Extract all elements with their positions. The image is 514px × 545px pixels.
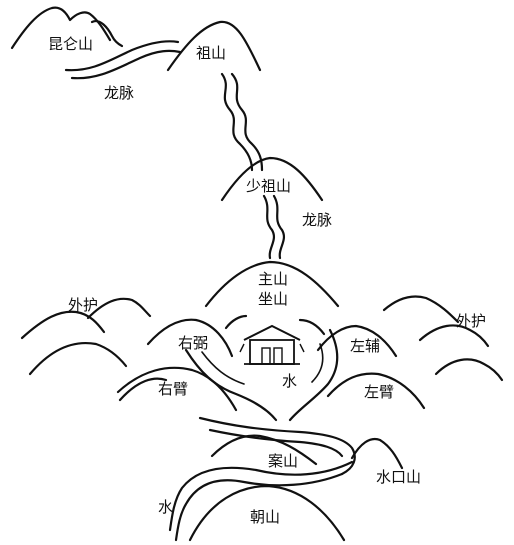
label-shui-center: 水 — [282, 372, 298, 390]
label-waihu-right: 外护 — [456, 312, 487, 330]
water-inner-left — [201, 351, 245, 385]
waihu-left-1 — [20, 310, 106, 340]
waihu-left-4 — [118, 377, 168, 402]
anshan-hill — [210, 434, 318, 466]
label-shaozushan: 少祖山 — [246, 177, 292, 195]
longmai-vein-2b — [272, 194, 286, 260]
kunlun-peak-2 — [90, 20, 124, 48]
label-zuofu: 左辅 — [350, 337, 381, 355]
zushan-mountain — [166, 20, 262, 72]
house-icon — [239, 324, 305, 365]
outflow-water-upper — [198, 416, 356, 476]
shaozushan-mountain — [220, 156, 324, 202]
zuofu-hill — [316, 324, 398, 358]
youbi-hill — [146, 318, 234, 358]
label-waihu-left: 外护 — [68, 296, 99, 314]
label-anshan: 案山 — [268, 452, 299, 470]
water-left-bank — [184, 348, 278, 422]
waihu-right-3 — [434, 358, 504, 382]
waihu-right-2 — [418, 324, 490, 348]
label-shui-outflow: 水 — [158, 498, 174, 516]
label-youbi: 右弼 — [178, 334, 209, 352]
inner-ridge-left — [224, 314, 248, 330]
label-longmai-1: 龙脉 — [104, 84, 135, 102]
chaoshan-hill — [188, 484, 346, 542]
label-longmai-2: 龙脉 — [302, 211, 333, 229]
outflow-river-b — [168, 460, 354, 532]
waihu-right-1 — [382, 295, 460, 324]
longmai-vein-2a — [262, 194, 276, 260]
longmai-ribbon-lower — [70, 49, 182, 80]
longmai-vein-1a — [220, 72, 254, 172]
longmai-vein-1b — [230, 72, 264, 172]
outflow-river-a — [174, 472, 344, 542]
label-kunlun: 昆仑山 — [48, 35, 94, 53]
shuikoushan-hill — [350, 437, 404, 470]
label-zuobi-arm: 左臂 — [364, 383, 395, 401]
label-chaoshan: 朝山 — [250, 508, 281, 526]
water-right-bank — [288, 328, 339, 422]
zuobi-arm — [326, 372, 426, 410]
zhushan-mountain — [204, 260, 340, 308]
inner-ridge-right — [298, 318, 326, 336]
label-zushan: 祖山 — [196, 44, 227, 62]
longmai-ribbon-upper — [64, 40, 180, 72]
water-inner-right — [311, 343, 324, 383]
waihu-left-3 — [28, 342, 128, 376]
label-zhushan: 主山 — [258, 270, 289, 288]
label-shuikoushan: 水口山 — [376, 468, 422, 486]
outflow-water-lower — [208, 428, 344, 458]
youbi-arm — [116, 366, 238, 412]
waihu-left-2 — [86, 297, 152, 320]
label-youbi-arm: 右臂 — [158, 380, 189, 398]
label-zuoshan: 坐山 — [258, 290, 289, 308]
